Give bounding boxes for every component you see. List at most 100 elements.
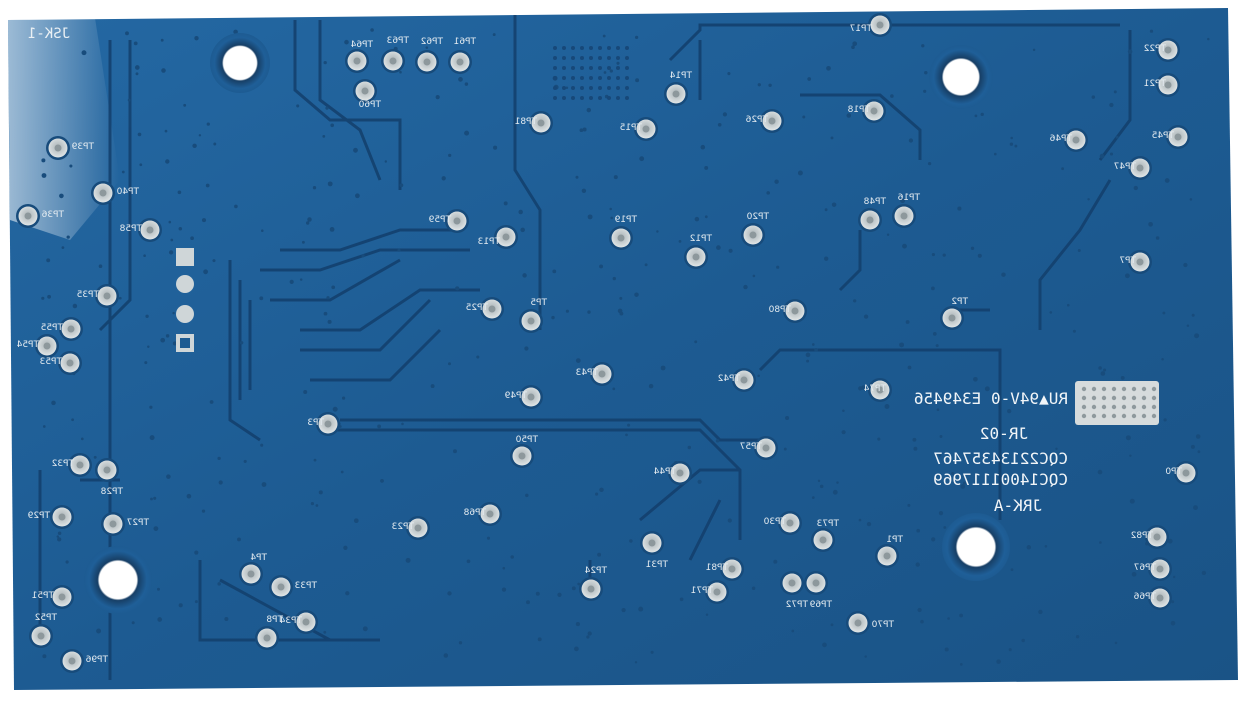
via [492, 33, 496, 37]
via [791, 629, 795, 633]
trace-19 [639, 468, 740, 522]
test-pad [494, 225, 518, 249]
via [553, 56, 557, 60]
via [783, 447, 787, 451]
via [69, 164, 73, 168]
via [931, 537, 936, 542]
via [607, 76, 611, 80]
test-pad [448, 50, 472, 74]
via [313, 458, 317, 462]
chip-pin [1111, 395, 1117, 401]
via [924, 70, 928, 75]
via [627, 423, 631, 427]
chip-pin [1141, 404, 1147, 410]
via [836, 481, 839, 484]
mounting-hole [942, 513, 1010, 581]
via [486, 536, 491, 540]
via [773, 559, 778, 564]
via [625, 56, 629, 60]
via [607, 66, 611, 70]
pad-label: TP20 [746, 212, 770, 222]
via [907, 365, 912, 370]
via [1164, 178, 1170, 183]
via [522, 273, 527, 278]
via [455, 286, 460, 291]
via [127, 98, 131, 102]
via [595, 492, 599, 496]
via [577, 582, 581, 586]
via [166, 474, 171, 479]
pad-label: TP43 [576, 368, 599, 378]
chip-pin [1081, 395, 1087, 401]
trace-18 [758, 348, 1002, 520]
via [296, 104, 300, 108]
via [510, 555, 514, 559]
via [1186, 324, 1190, 327]
via [198, 134, 202, 137]
via [172, 311, 175, 315]
via [598, 46, 602, 50]
chip-pin [1121, 413, 1127, 419]
via [170, 238, 174, 242]
via [715, 438, 720, 443]
trace-13 [300, 288, 480, 332]
via [616, 61, 620, 65]
test-pad [780, 571, 804, 595]
via [757, 374, 760, 378]
pad-labels: TP17TP22TP21TP45TP47TP46TP18TP26TP15TP14… [16, 24, 1183, 665]
via [153, 526, 159, 531]
via [217, 456, 221, 461]
via [458, 641, 463, 645]
header-pads [176, 248, 194, 352]
mounting-holes [84, 33, 1010, 614]
via [580, 66, 584, 70]
via [996, 659, 1001, 664]
via [1193, 505, 1198, 510]
via [912, 437, 917, 442]
via [384, 160, 388, 163]
via [1207, 37, 1210, 41]
via [518, 209, 523, 215]
via [575, 358, 581, 363]
trace-8 [1098, 30, 1132, 161]
via [493, 145, 498, 150]
test-pad [1064, 128, 1088, 152]
via [598, 96, 602, 100]
via [96, 628, 102, 634]
pad-label: TP45 [1152, 131, 1175, 141]
via [1098, 366, 1102, 370]
via [607, 46, 611, 50]
via [716, 245, 721, 250]
pad-label: TP5 [530, 298, 548, 308]
test-pad [381, 49, 405, 73]
via [81, 50, 87, 56]
trace-22 [198, 560, 380, 642]
via [206, 122, 210, 126]
pad-label: TP32 [52, 459, 75, 469]
via [625, 66, 629, 70]
via [332, 406, 338, 412]
via [939, 435, 943, 438]
pad-label: TP12 [690, 234, 713, 244]
chip-pin [1101, 386, 1107, 392]
via [851, 45, 855, 50]
via [201, 509, 206, 513]
via [194, 36, 199, 41]
via [562, 96, 566, 100]
via [917, 607, 922, 613]
via [994, 152, 997, 156]
via [1077, 248, 1081, 253]
via [209, 400, 214, 404]
test-pad [445, 209, 469, 233]
test-pad [804, 571, 828, 595]
via [625, 46, 629, 50]
via [233, 29, 238, 35]
via [905, 320, 910, 324]
trace-17 [330, 428, 742, 540]
test-pad [239, 562, 263, 586]
via [694, 216, 700, 222]
via [466, 559, 471, 564]
via [165, 334, 170, 338]
silkscreen-block: RU▲94V-0 E349456 JR-02 CQC22134357467 CQ… [914, 389, 1068, 515]
via [766, 191, 770, 195]
